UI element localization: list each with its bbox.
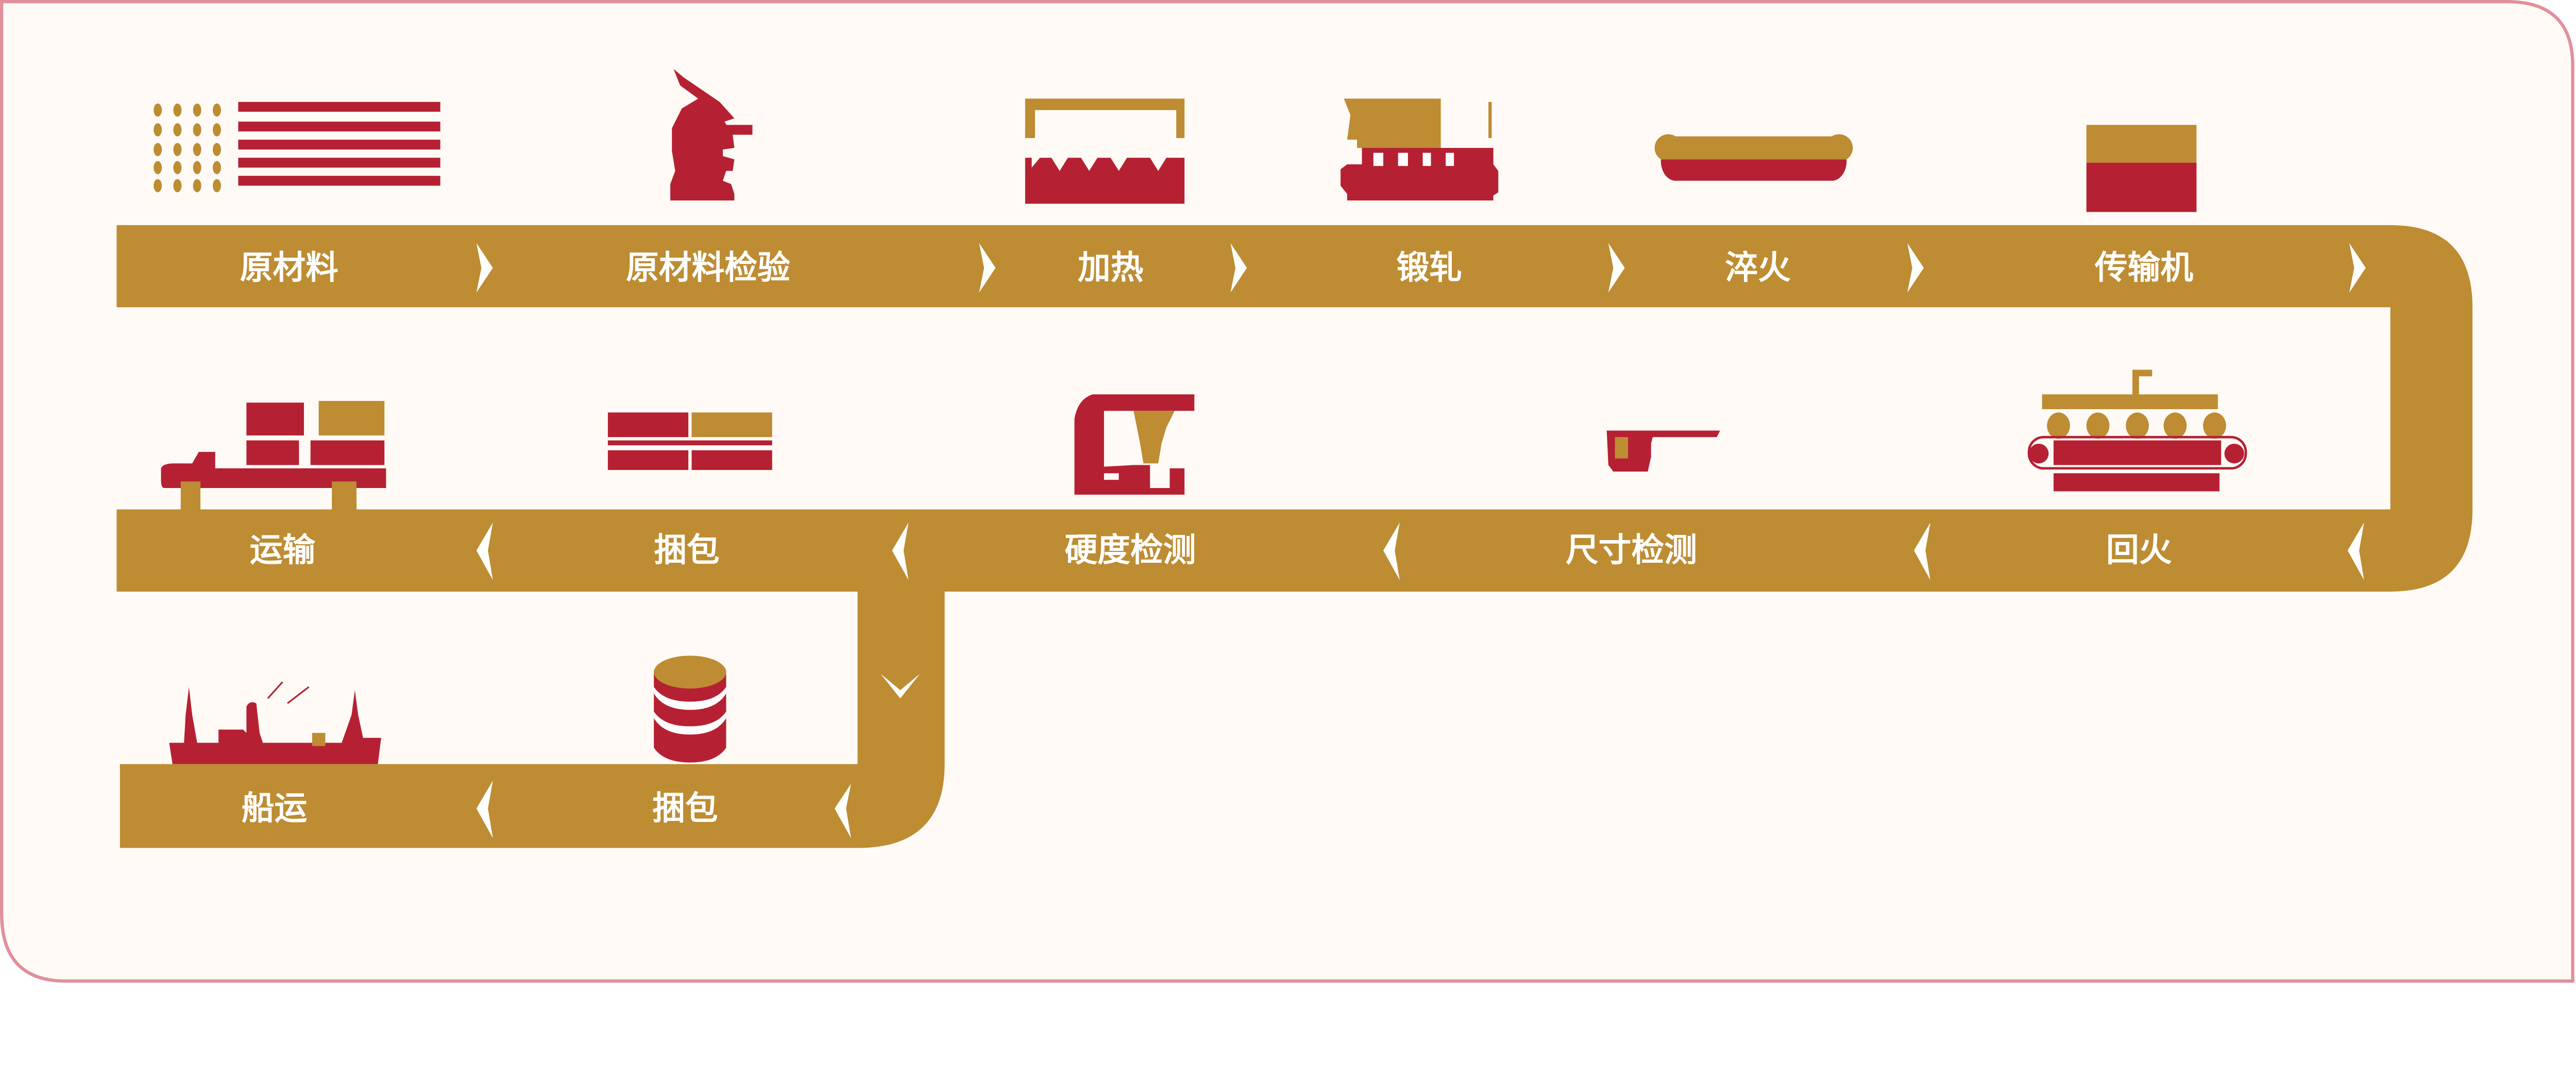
step-shipping: 船运	[242, 789, 308, 828]
arrow-right-icon	[476, 243, 493, 293]
arrow-left-icon	[1913, 523, 1930, 580]
arrows-right	[476, 243, 2366, 293]
arrow-right-icon	[1230, 243, 1247, 293]
tempering-conveyor-icon	[2027, 369, 2247, 492]
arrow-left-icon	[834, 784, 851, 838]
arrow-right-icon	[979, 243, 996, 293]
step-transport: 运输	[250, 531, 316, 569]
step-raw-material-inspection: 原材料检验	[626, 249, 790, 287]
step-conveyor: 传输机	[2094, 249, 2194, 287]
hardness-tester-icon	[1074, 394, 1195, 495]
rolling-mill-icon	[1341, 98, 1499, 201]
arrow-left-icon	[476, 780, 493, 838]
arrows-left	[476, 523, 2364, 838]
step-tempering: 回火	[2106, 531, 2172, 569]
step-forging-rolling: 锻轧	[1396, 249, 1462, 287]
ship-icon	[169, 681, 381, 764]
step-hardness-test: 硬度检测	[1064, 531, 1196, 569]
step-heating: 加热	[1078, 249, 1144, 287]
step-quenching: 淬火	[1725, 249, 1791, 287]
flow-band	[116, 225, 2473, 848]
raw-material-icon	[154, 102, 440, 193]
step-raw-material: 原材料	[240, 249, 338, 287]
arrow-right-icon	[1608, 243, 1625, 293]
furnace-icon	[1025, 98, 1185, 204]
bundle-icon	[607, 412, 772, 470]
arrow-left-icon	[476, 523, 493, 580]
step-bundling: 捆包	[654, 531, 720, 569]
step-packing: 捆包	[652, 789, 718, 828]
arrow-left-icon	[1383, 523, 1400, 580]
caliper-icon	[1606, 430, 1720, 472]
arrow-left-icon	[2347, 523, 2364, 580]
step-size-test: 尺寸检测	[1566, 531, 1697, 569]
coil-icon	[654, 656, 726, 763]
arrow-right-icon	[1907, 243, 1924, 293]
microscope-icon	[670, 69, 753, 201]
truck-icon	[161, 401, 386, 510]
conveyor-box-icon	[2086, 125, 2197, 212]
arrow-left-icon	[892, 523, 909, 580]
process-flow-diagram: 原材料 原材料检验 加热 锻轧 淬火 传输机 运输 捆包 硬度检测 尺寸检测 回…	[0, 0, 2574, 983]
arrow-right-icon	[2349, 243, 2366, 293]
quench-bar-icon	[1654, 134, 1853, 181]
arrow-down-icon	[880, 674, 920, 699]
